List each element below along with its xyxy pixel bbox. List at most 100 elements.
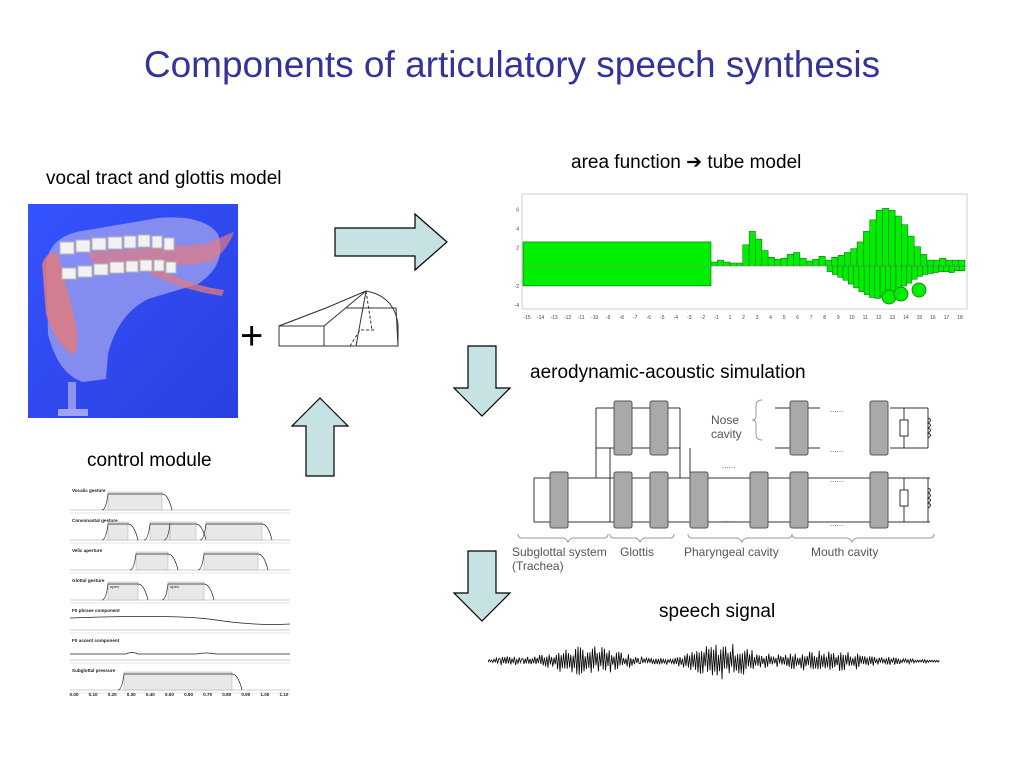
section-pharyngeal: Pharyngeal cavity [684,545,779,559]
x-tick-label: 16 [930,315,936,321]
tube-bar [786,254,794,267]
tube-bar-lower [959,265,966,271]
gesture-box [135,551,169,571]
tube-bar-lower [842,265,849,281]
x-tick-label: 15 [917,315,923,321]
glottis-circles [881,282,927,305]
x-tick-label: -12 [564,315,571,321]
tube-bar [844,252,851,267]
waveform-line [488,643,940,680]
x-tick-label: -11 [578,315,585,321]
tube-bar [755,238,763,267]
arrow-down-2 [452,550,512,622]
tube-bar [729,262,737,267]
score-time-tick: 0.60 [184,692,193,697]
tube-bar [958,259,966,267]
acoustic-network-diagram: ...... ...... ...... ...... ...... .....… [517,399,935,544]
tube-bar [818,256,826,267]
x-tick-label: -15 [523,315,530,321]
tube-bar [825,259,832,267]
label-area-function: area function ➔ tube model [571,151,801,174]
score-track-label: Velic aperture [72,548,103,553]
gesture-box [167,581,205,601]
ellipsis-2: ...... [722,515,735,524]
score-track-label: Subglottal pressure [72,668,116,673]
x-tick-label: 2 [742,315,745,321]
gesture-box [205,521,263,541]
ellipsis-4: ...... [830,445,843,454]
gesture-box [203,551,259,571]
tube-bar [850,248,858,267]
score-time-tick: 0.10 [89,692,98,697]
x-tick-label: 11 [863,315,868,321]
glottis-model-image [278,290,399,347]
x-tick-label: 6 [796,315,799,321]
tube-bar-lower [832,265,838,275]
score-time-tick: 0.30 [127,692,136,697]
score-time-tick: 0.40 [146,692,155,697]
gesture-box [107,581,139,601]
tube-bar [799,257,807,267]
score-track-label: F0 accent component [72,638,120,643]
label-aero-acoustic: aerodynamic-acoustic simulation [530,362,806,383]
label-tube-model-text: tube model [707,152,802,173]
tube-bar [793,252,801,267]
score-track-label: Vocalic gesture [72,488,106,493]
tube-bar [812,258,820,267]
tube-bar [901,224,909,267]
score-time-tick: 0.20 [108,692,117,697]
label-vocal-tract: vocal tract and glottis model [46,168,282,189]
tube-bar [717,259,724,267]
y-tick-label: 6 [516,207,519,213]
x-tick-label: 4 [769,315,772,321]
tube-bar [869,219,877,267]
tube-bar-lower [943,265,950,272]
chart-frame [521,193,968,310]
tube-bar-lower [927,265,934,274]
tube-bar-lower [948,265,955,273]
label-area-function-text: area function [571,152,681,173]
tube-bar [774,258,782,267]
glottis-circle-2 [893,286,909,302]
tube-bar-lower [932,265,939,273]
x-tick-label: -3 [687,315,692,321]
x-tick-label: -7 [633,315,638,321]
tube-bar [767,257,775,267]
x-tick-label: 12 [876,315,882,321]
tube-bar-lower [826,265,833,272]
tube-bar-lower [863,265,870,295]
tube-bar [945,259,953,267]
tube-bar [856,241,864,267]
tube-bar [748,231,756,267]
arrow-right [334,212,448,272]
label-speech-signal: speech signal [659,601,776,622]
gesture-box [123,671,233,691]
x-tick-label: -9 [606,315,611,321]
tube-bar [780,257,788,267]
gesture-box [107,521,129,541]
ellipsis-3: ...... [830,405,843,414]
x-tick-label: -6 [647,315,652,321]
y-tick-label: -4 [515,303,520,309]
slide-title: Components of articulatory speech synthe… [143,44,881,85]
tube-bar [888,210,896,267]
tube-bar [875,210,883,267]
x-tick-label: -14 [537,315,544,321]
tube-bar [894,215,902,267]
speech-waveform [488,643,940,680]
tube-bar-lower [874,265,881,299]
tube-bar-lower [890,265,897,293]
glottal-open-label: open [170,584,179,589]
x-tick-label: 8 [823,315,826,321]
area-function-chart: 642-2-4 -15-14-13-12-11-10-9-8-7-6-5-4-3… [515,193,968,321]
tube-bar-lower [847,265,854,285]
vocal-tract-image [28,204,238,418]
tube-bar [710,261,718,267]
x-tick-label: -5 [660,315,665,321]
tube-bar [882,208,890,267]
tube-bar-lower [858,265,865,292]
score-time-tick: 0.50 [165,692,174,697]
ellipsis-5: ...... [830,475,843,484]
right-arrow-icon: ➔ [686,152,703,173]
